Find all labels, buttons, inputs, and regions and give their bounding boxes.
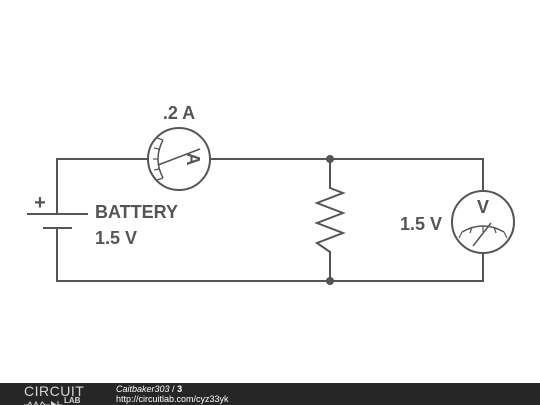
author-name[interactable]: Caitbaker303	[116, 384, 170, 394]
voltmeter-symbol: V	[477, 197, 489, 217]
battery-plus-sign: +	[34, 192, 46, 214]
junction-bottom	[326, 277, 334, 285]
voltmeter-reading: 1.5 V	[400, 214, 442, 234]
logo-resistor-icon	[24, 400, 62, 405]
battery-label: BATTERY	[95, 202, 178, 222]
logo-resistor-mark: LAB	[24, 396, 92, 405]
logo-lab-text: LAB	[64, 396, 81, 405]
resistor-icon	[314, 187, 346, 253]
wire-bottom	[56, 252, 484, 282]
credit-separator: /	[169, 384, 178, 394]
circuit-url[interactable]: http://circuitlab.com/cyz33yk	[116, 394, 229, 404]
wire-top-right	[329, 158, 484, 192]
battery-voltage: 1.5 V	[95, 228, 137, 248]
ammeter-reading: .2 A	[163, 103, 195, 123]
circuitlab-logo[interactable]: CIRCUIT	[24, 383, 85, 399]
circuit-number: 3	[177, 384, 183, 394]
battery-icon	[27, 202, 88, 229]
ammeter-icon: A	[147, 127, 211, 191]
footer-bar: CIRCUIT LAB Caitbaker303 / 3 http://circ…	[0, 383, 540, 405]
ammeter-symbol: A	[183, 153, 203, 166]
voltmeter-icon: V	[451, 190, 515, 254]
junction-top	[326, 155, 334, 163]
circuit-credit: Caitbaker303 / 3	[116, 384, 182, 395]
